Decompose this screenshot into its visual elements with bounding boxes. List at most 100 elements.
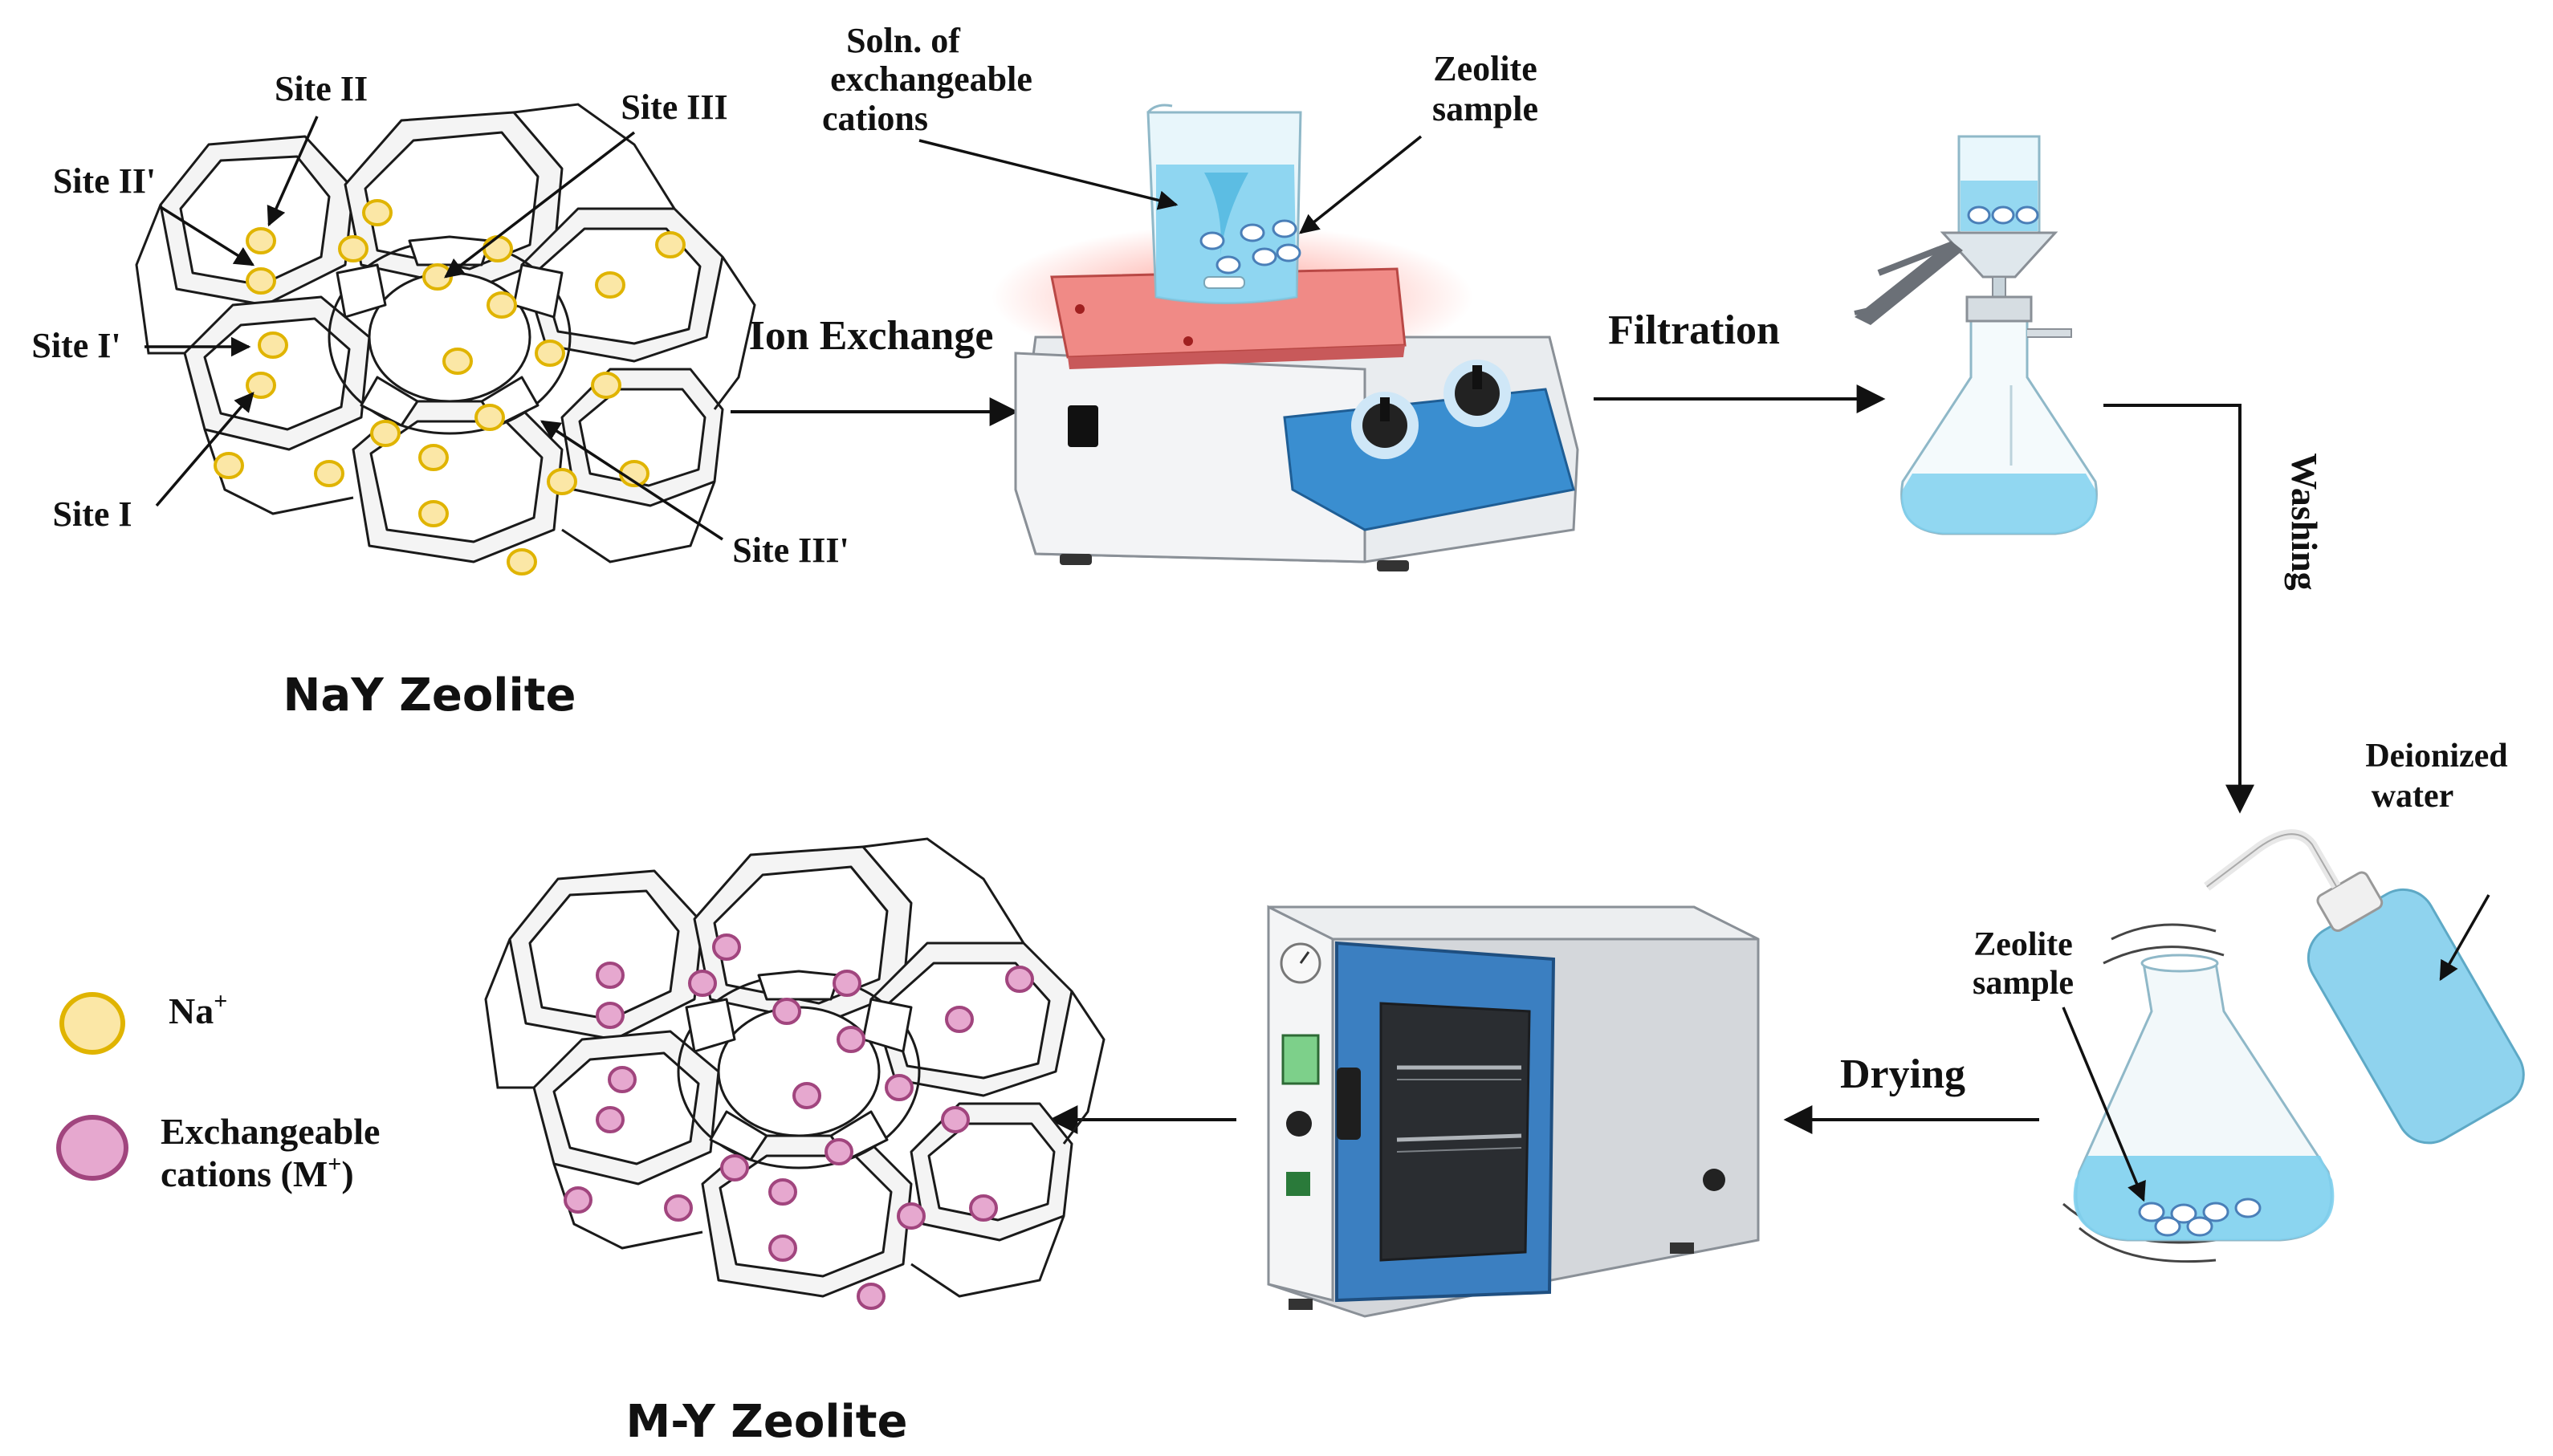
pointer-solution: [918, 139, 1179, 210]
m-cation-dot: [825, 1138, 853, 1165]
my-zeolite-framework: [484, 837, 1105, 1310]
m-cation-dot: [596, 1002, 625, 1029]
legend-exch-line1: Exchangeable: [161, 1111, 380, 1152]
m-cation-dot: [885, 1074, 914, 1101]
pointer-zeolite-sample-bottom: [2062, 1007, 2146, 1202]
m-cation-dot: [564, 1186, 592, 1214]
na-cation-dot: [418, 500, 449, 527]
zeolite-particle-dot: [2138, 1202, 2165, 1222]
zeolite-particle-dot: [2170, 1203, 2197, 1224]
legend-na-swatch: [59, 992, 125, 1055]
label-site-i-prime: Site I': [31, 326, 120, 365]
m-cation-dot: [1005, 966, 1034, 993]
power-switch-icon: [1068, 405, 1098, 447]
label-drying: Drying: [1840, 1051, 1965, 1097]
title-nay-zeolite: NaY Zeolite: [283, 669, 576, 722]
label-site-i: Site I: [53, 494, 132, 534]
switch-icon: [1286, 1172, 1310, 1196]
zeolite-particle-dot: [2154, 1216, 2181, 1237]
zeolite-particle-dot: [1967, 205, 1991, 225]
washing-setup: [2062, 829, 2525, 1263]
oven-window: [1379, 1002, 1531, 1262]
m-cation-dot: [941, 1106, 970, 1133]
m-cation-dot: [857, 1283, 886, 1310]
label-site-ii: Site II: [275, 69, 368, 108]
m-cation-dot: [664, 1194, 693, 1222]
na-cation-dot: [442, 348, 473, 375]
zeolite-particle-dot: [2234, 1198, 2262, 1218]
legend-na-label: Na+: [169, 988, 227, 1031]
na-cation-dot: [507, 548, 537, 575]
na-cation-dot: [474, 404, 505, 431]
na-cation-dot: [370, 420, 401, 447]
speed-knob-icon: [1351, 392, 1419, 459]
zeolite-particle-dot: [2202, 1202, 2229, 1222]
na-cation-dot: [314, 460, 344, 487]
label-deionized-line2: water: [2372, 778, 2454, 815]
na-cation-dot: [338, 235, 368, 262]
drying-oven: [1267, 905, 1760, 1318]
na-cation-dot: [258, 331, 288, 359]
legend-exch-line2: cations (M+): [161, 1151, 354, 1194]
na-cation-dot: [418, 444, 449, 471]
m-cation-dot: [772, 998, 801, 1025]
label-site-ii-prime: Site II': [53, 161, 156, 201]
na-cation-dot: [214, 452, 244, 479]
magnetic-stirrer-hotplate: [991, 225, 1579, 571]
title-my-zeolite: M-Y Zeolite: [626, 1396, 908, 1448]
m-cation-dot: [945, 1006, 974, 1033]
na-cation-dot: [487, 291, 517, 319]
zeolite-particle-dot: [2015, 205, 2039, 225]
na-cation-dot: [655, 231, 686, 258]
label-deionized-line1: Deionized: [2365, 738, 2507, 775]
label-washing: Washing: [2284, 453, 2325, 590]
label-zeolite-sample-top-line1: Zeolite: [1433, 49, 1537, 88]
na-cation-dot: [246, 372, 276, 399]
m-cation-dot: [596, 1106, 625, 1133]
label-zeolite-sample-top-line2: sample: [1432, 89, 1538, 128]
display-screen: [1281, 1034, 1320, 1085]
arrow-washing: [2103, 404, 2254, 814]
label-zeolite-sample-bottom-line1: Zeolite: [1973, 926, 2073, 963]
zeolite-particle-dot: [1252, 247, 1277, 266]
zeolite-cage-cells: [484, 837, 1105, 1298]
zeolite-cage-cells: [135, 103, 756, 563]
m-cation-dot: [608, 1066, 637, 1093]
na-cation-dot: [595, 271, 625, 299]
na-cation-dot: [246, 227, 276, 254]
legend: Na+ Exchangeable cations (M+): [56, 988, 380, 1194]
heat-knob-icon: [1443, 360, 1511, 427]
site-pointers: [145, 116, 723, 541]
na-cation-dot: [362, 199, 393, 226]
m-cation-dot: [833, 970, 861, 997]
filtration-apparatus: [1854, 135, 2098, 535]
m-cation-dot: [969, 1194, 998, 1222]
na-cation-dot: [246, 267, 276, 295]
legend-m-swatch: [56, 1115, 128, 1181]
label-ion-exchange: Ion Exchange: [749, 313, 994, 359]
zeolite-particle-dot: [1276, 243, 1301, 262]
m-cation-dot: [792, 1082, 821, 1109]
m-cation-dot: [720, 1154, 749, 1181]
m-cation-dot: [712, 933, 741, 961]
m-cation-dot: [768, 1234, 797, 1262]
m-cation-dot: [688, 970, 717, 997]
zeolite-particle-dot: [1240, 223, 1265, 242]
dial-icon: [1286, 1111, 1312, 1137]
label-soln-line1: Soln. of: [846, 21, 961, 60]
na-cation-dot: [547, 468, 577, 495]
m-cation-dot: [897, 1202, 926, 1230]
zeolite-particle-dot: [1272, 219, 1297, 238]
label-filtration: Filtration: [1608, 307, 1780, 353]
pointer-zeolite-sample-top: [1299, 135, 1423, 234]
label-site-iii-prime: Site III': [732, 531, 849, 570]
nay-zeolite-framework: [135, 103, 756, 575]
na-cation-dot: [591, 372, 621, 399]
na-cation-dot: [483, 235, 513, 262]
label-site-iii: Site III: [621, 87, 727, 127]
label-soln-line2: exchangeable: [830, 59, 1032, 99]
pointer-deionized-water: [2439, 894, 2490, 982]
zeolite-particle-dot: [1215, 255, 1241, 275]
m-cation-dot: [596, 962, 625, 989]
m-cation-dot: [837, 1026, 865, 1053]
